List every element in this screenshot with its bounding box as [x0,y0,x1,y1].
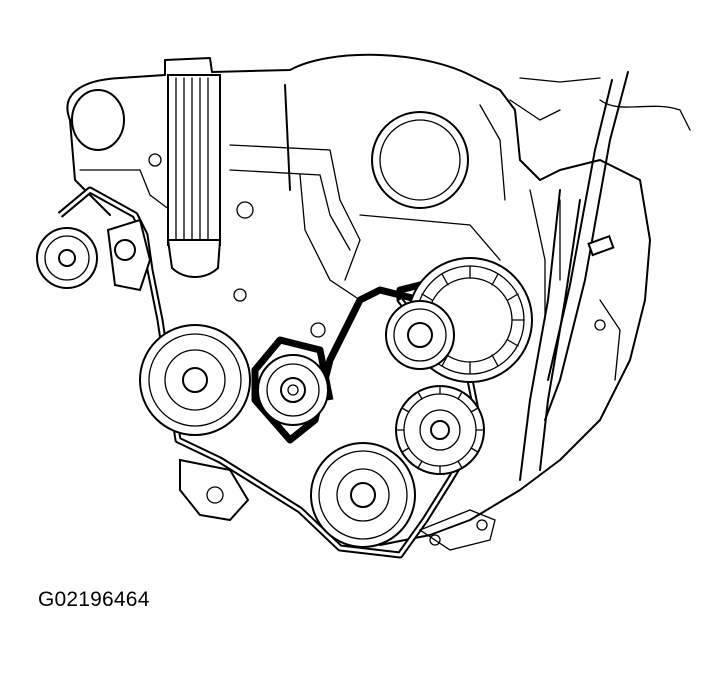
strut-tube [166,74,291,278]
timing-cover [71,89,606,338]
water-pump-pulley [310,442,416,548]
idler-bracket [106,218,152,292]
engine-block [66,53,651,546]
alternator [385,257,533,383]
lower-bracket [179,458,496,551]
tensioner-pulley [395,385,485,475]
figure-code: G02196464 [38,588,150,611]
power-steering-pulley [36,227,98,289]
crankshaft-pulley [139,324,251,436]
idler-pulley [257,354,329,426]
hoses-right [509,71,691,481]
